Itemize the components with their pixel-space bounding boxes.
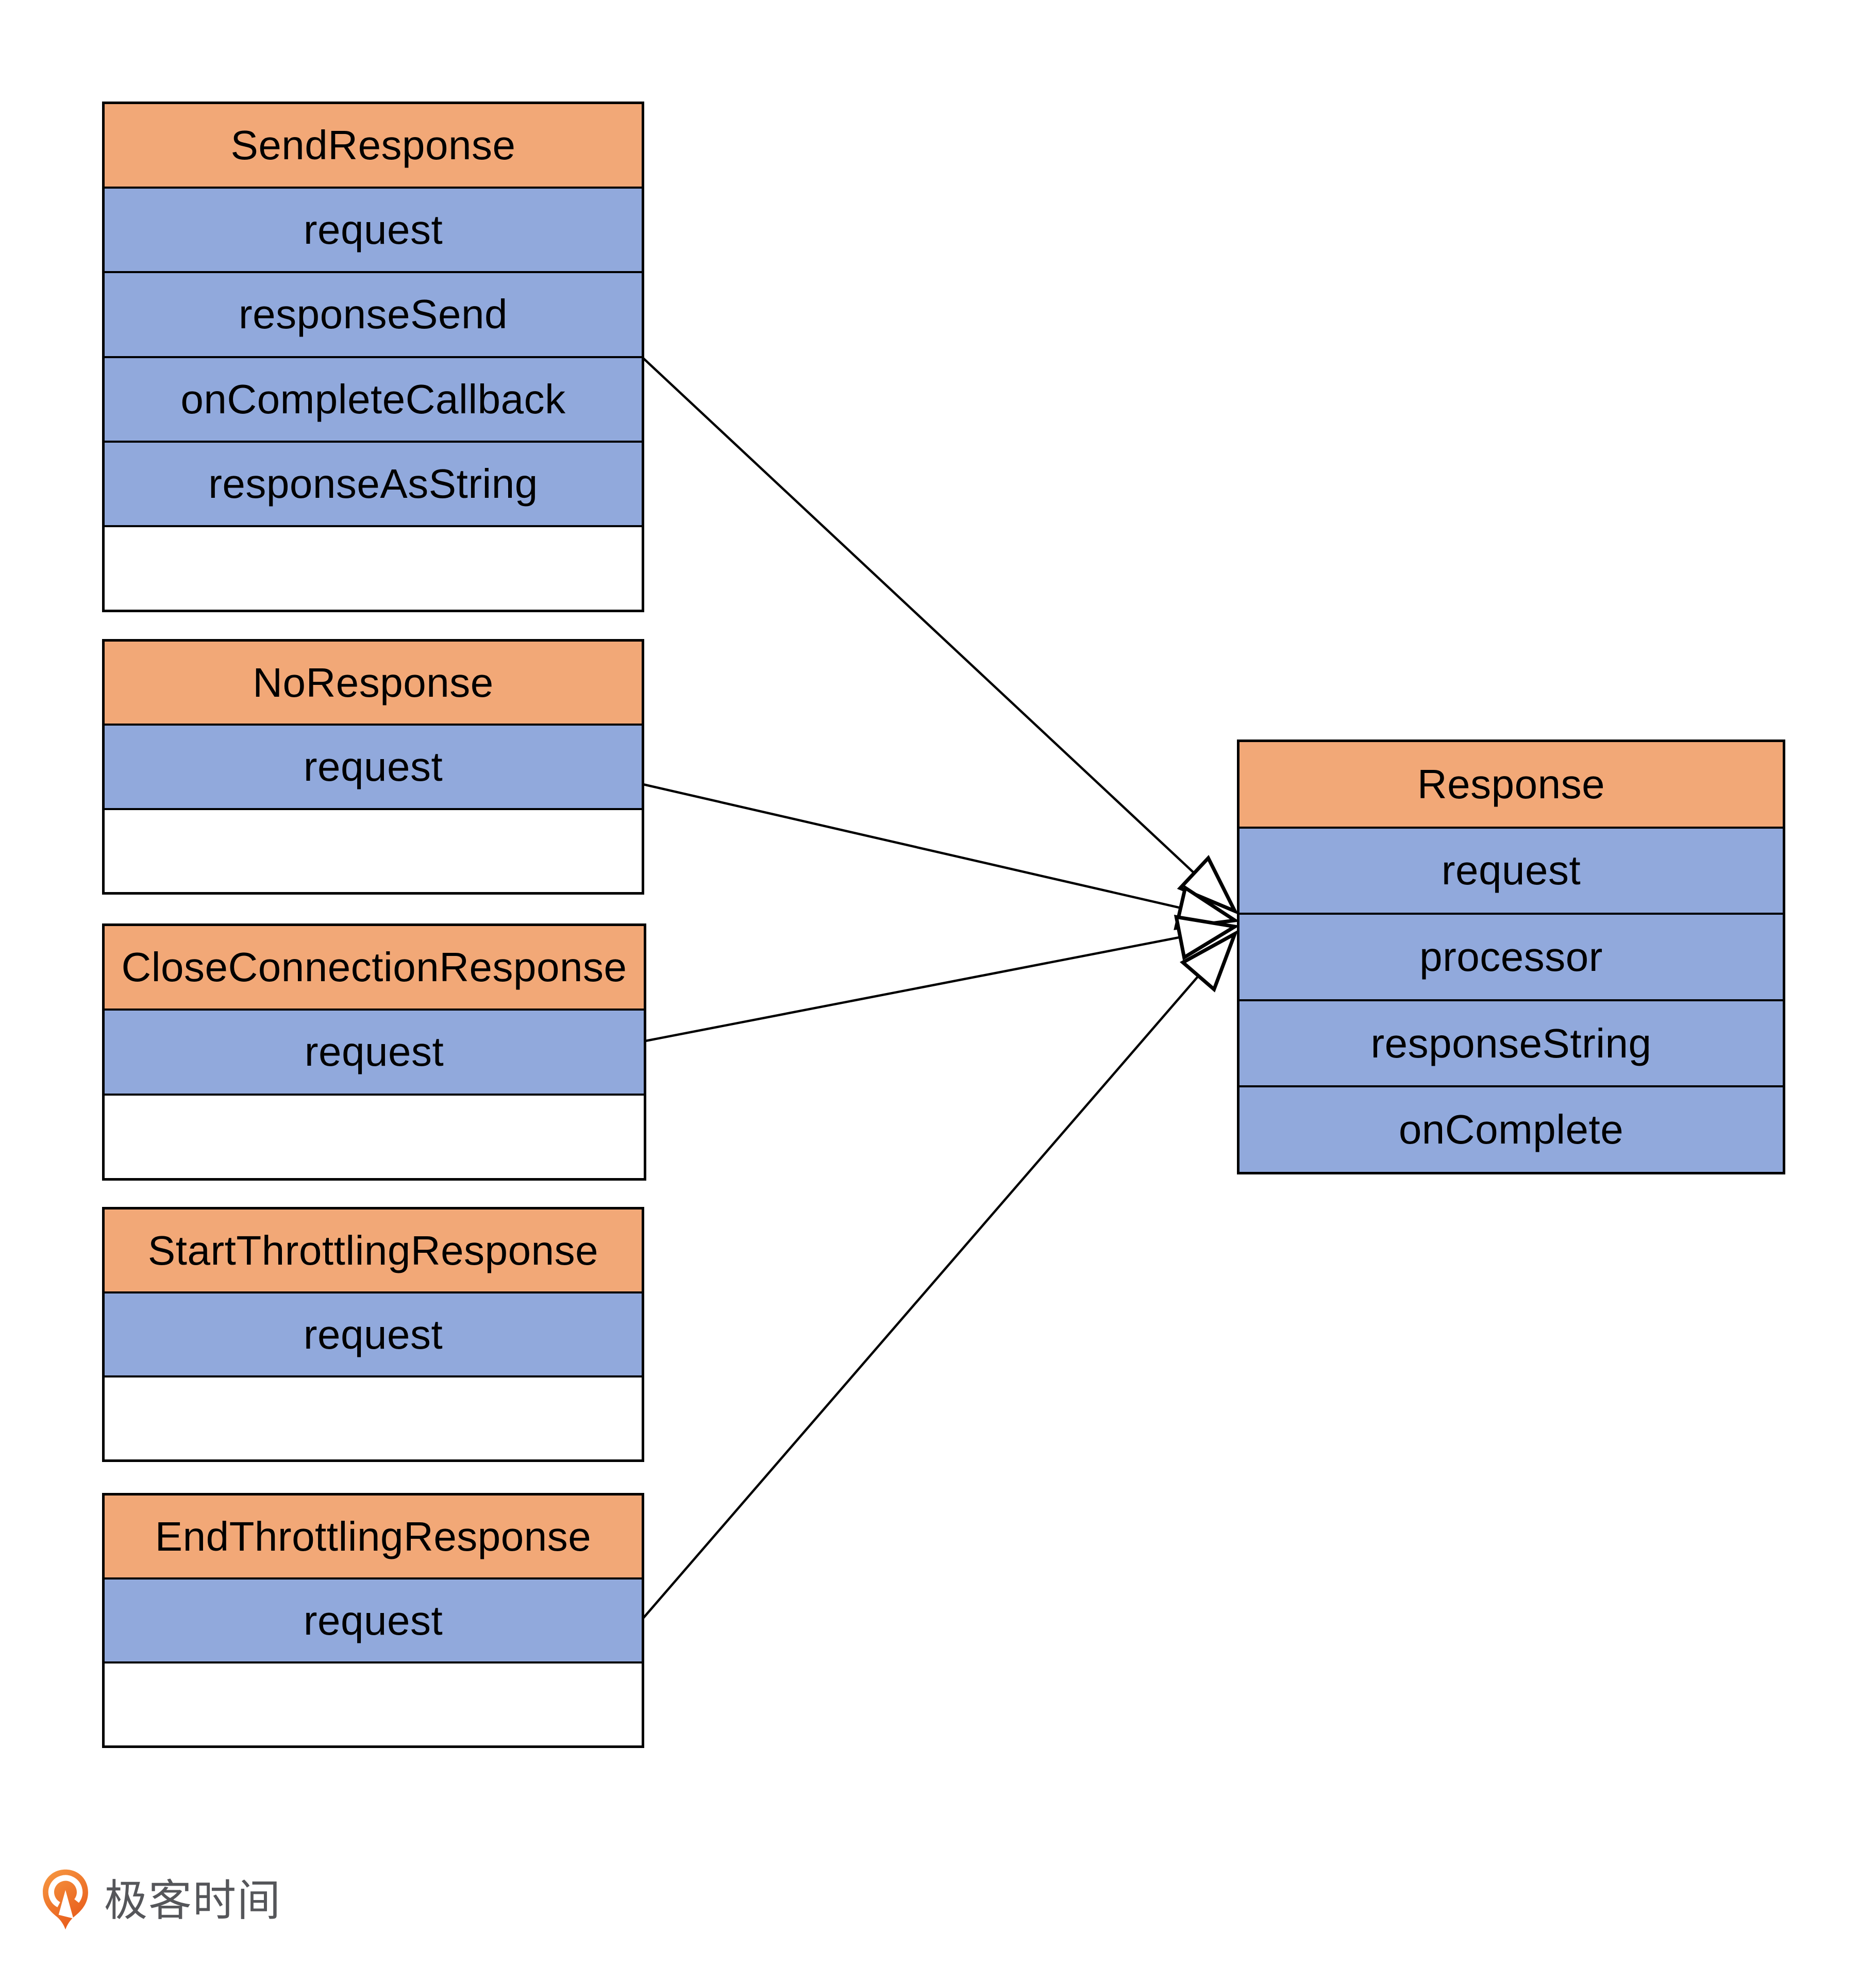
attribute-oncomplete: onComplete [1239,1085,1783,1172]
attribute-responseasstring: responseAsString [105,440,642,525]
geektime-pin-icon [43,1869,88,1930]
class-title-closeconnectionresponse: CloseConnectionResponse [105,926,644,1009]
class-title-sendresponse: SendResponse [105,104,642,187]
attribute-responsesend: responseSend [105,271,642,356]
attribute-request: request [105,1577,642,1661]
class-title-startthrottlingresponse: StartThrottlingResponse [105,1209,642,1291]
attribute-processor: processor [1239,913,1783,999]
connector-sendresponse-to-response [642,357,1239,915]
connector-endthrottling-to-response [642,930,1238,1619]
class-box-closeconnectionresponse: CloseConnectionResponse request [102,923,646,1181]
class-title-response: Response [1239,742,1783,827]
class-title-noresponse: NoResponse [105,642,642,724]
connector-noresponse-to-response [643,783,1240,930]
class-title-endthrottlingresponse: EndThrottlingResponse [105,1495,642,1577]
class-box-startthrottlingresponse: StartThrottlingResponse request [102,1207,644,1462]
attribute-request: request [105,1291,642,1375]
attribute-request: request [105,187,642,272]
class-box-noresponse: NoResponse request [102,639,644,895]
attribute-request: request [1239,826,1783,913]
geektime-logo: 极客时间 [41,1864,281,1935]
empty-compartment [105,808,642,892]
geektime-logo-text: 极客时间 [104,1876,282,1925]
attribute-responsestring: responseString [1239,999,1783,1086]
class-box-sendresponse: SendResponse request responseSend onComp… [102,102,644,612]
empty-compartment [105,1375,642,1459]
empty-compartment [105,525,642,610]
class-box-response: Response request processor responseStrin… [1237,740,1785,1174]
attribute-request: request [105,1009,644,1094]
attribute-oncompletecallback: onCompleteCallback [105,356,642,441]
empty-compartment [105,1661,642,1745]
empty-compartment [105,1093,644,1178]
connector-closeconnection-to-response [645,915,1240,1043]
class-box-endthrottlingresponse: EndThrottlingResponse request [102,1493,644,1748]
attribute-request: request [105,724,642,808]
